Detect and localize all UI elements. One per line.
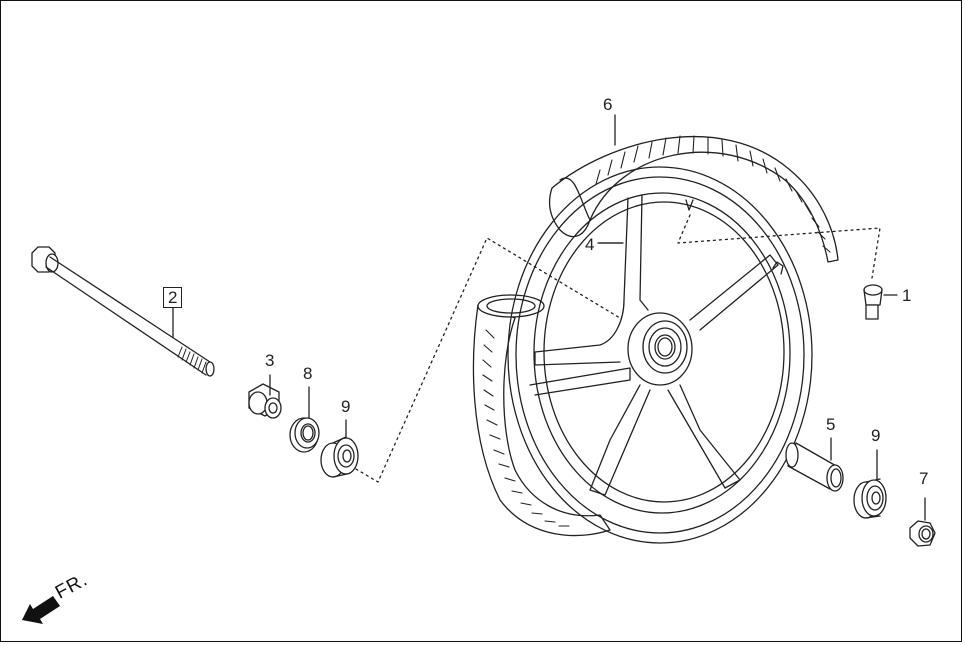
axle-nut-drawing: [909, 497, 936, 547]
axle-bolt-drawing: [31, 246, 215, 377]
callout-5: 5: [826, 415, 836, 434]
tire-left-drawing: [472, 294, 611, 537]
callout-1: 1: [902, 286, 912, 305]
bearing-left-drawing: [320, 419, 359, 478]
callout-9-right: 9: [871, 426, 881, 445]
callout-8: 8: [303, 364, 313, 383]
valve-drawing: [863, 284, 898, 320]
callout-7: 7: [919, 469, 929, 488]
wheel-rim-drawing: [507, 166, 813, 544]
callout-3: 3: [265, 351, 275, 370]
callout-9-left: 9: [341, 397, 351, 416]
front-direction-arrow-icon: [22, 596, 60, 624]
oil-seal-drawing: [289, 386, 320, 453]
callout-4: 4: [585, 235, 595, 254]
callout-6: 6: [603, 95, 613, 114]
bearing-right-drawing: [853, 449, 887, 519]
collar-drawing: [248, 374, 282, 419]
distance-collar-drawing: [785, 437, 844, 492]
callout-2: 2: [163, 287, 183, 308]
tire-top-drawing: [548, 135, 839, 263]
